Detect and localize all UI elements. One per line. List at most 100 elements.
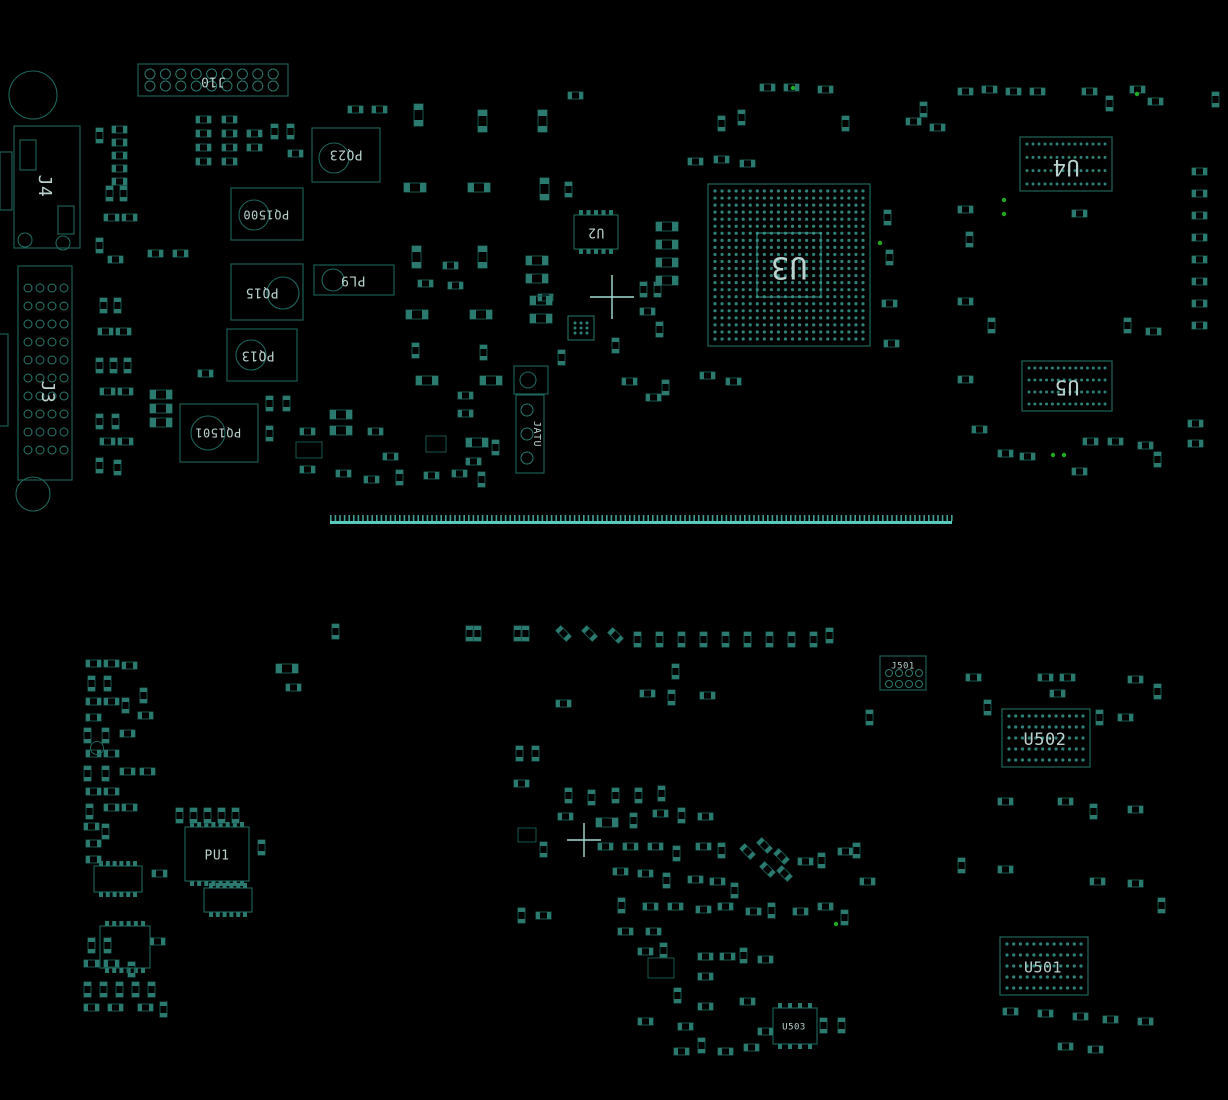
passive-component [739,843,756,860]
passive-component [652,809,669,818]
component-pq1500[interactable] [230,187,304,241]
component-u2[interactable] [573,210,619,254]
passive-component [581,625,598,642]
label-pq1501: PQ1501 [195,426,241,440]
passive-component [745,907,762,916]
passive-component [1089,877,1106,886]
component-j3[interactable] [17,265,73,481]
passive-component [457,391,474,400]
passive-component [595,817,619,828]
via [1050,452,1056,458]
label-j10: J10 [201,74,226,89]
passive-component [792,907,809,916]
passive-component [699,371,716,380]
passive-component [442,261,459,270]
passive-component [147,981,156,998]
passive-component [149,403,173,414]
component-j501[interactable] [879,655,927,691]
passive-component [662,872,671,889]
passive-component [639,689,656,698]
component-pq23[interactable] [311,127,381,183]
passive-component [151,869,168,878]
passive-component [1019,452,1036,461]
passive-component [1137,1017,1154,1026]
passive-component [1137,441,1154,450]
passive-component [564,181,573,198]
passive-component [111,164,128,173]
passive-component [719,952,736,961]
passive-component [197,369,214,378]
passive-component [622,842,639,851]
passive-component [1191,189,1208,198]
passive-component [555,625,572,642]
component-pq13[interactable] [226,328,298,382]
passive-component [859,877,876,886]
component-u5[interactable] [1021,360,1113,412]
component-u502[interactable] [1001,708,1091,768]
passive-component [111,177,128,186]
component-pq15[interactable] [230,263,304,321]
passive-component [642,902,659,911]
passive-component [825,627,834,644]
passive-component [661,379,670,396]
component-j4[interactable] [13,125,81,249]
component-u3[interactable] [707,183,871,347]
passive-component [221,115,238,124]
passive-component [117,437,134,446]
passive-component [865,709,874,726]
passive-component [149,417,173,428]
passive-component [1191,277,1208,286]
passive-component [756,837,773,854]
component-u503[interactable] [772,1003,818,1049]
passive-component [637,947,654,956]
passive-component [840,909,849,926]
passive-component [659,942,668,959]
passive-component [90,741,104,755]
passive-component [1187,419,1204,428]
label-jatu: JATU [531,421,542,447]
passive-component [525,255,549,266]
passive-component [465,437,489,448]
passive-component [517,907,526,924]
passive-component [105,185,114,202]
passive-component [883,339,900,348]
passive-component [85,839,102,848]
passive-component [759,861,776,878]
passive-component [477,471,486,488]
passive-component [1191,299,1208,308]
edge-connector-strip [330,515,953,524]
component-pu1[interactable] [184,822,250,886]
passive-component [411,342,420,359]
component-u501[interactable] [999,936,1089,996]
passive-component [721,631,730,648]
passive-component [87,675,96,692]
passive-component [1127,805,1144,814]
passive-component [531,745,540,762]
passive-component [103,213,120,222]
passive-component [817,85,834,94]
component-pq1501[interactable] [179,403,259,463]
passive-component [957,297,974,306]
passive-component [597,842,614,851]
component-jatu[interactable] [515,394,545,474]
passive-component [539,841,548,858]
via [790,85,796,91]
passive-component [787,631,796,648]
label-pq13: PQ13 [241,348,274,363]
passive-component [1082,437,1099,446]
passive-component [479,344,488,361]
passive-component [687,875,704,884]
passive-component [119,767,136,776]
passive-component [95,457,104,474]
passive-component [983,699,992,716]
component-j10[interactable] [137,63,289,97]
passive-component [111,125,128,134]
passive-component [1081,87,1098,96]
component-u4[interactable] [1019,136,1113,192]
passive-component [557,349,566,366]
component-pl9[interactable] [313,264,395,296]
passive-component [189,807,198,824]
passive-component [295,441,323,459]
passive-component [1059,673,1076,682]
